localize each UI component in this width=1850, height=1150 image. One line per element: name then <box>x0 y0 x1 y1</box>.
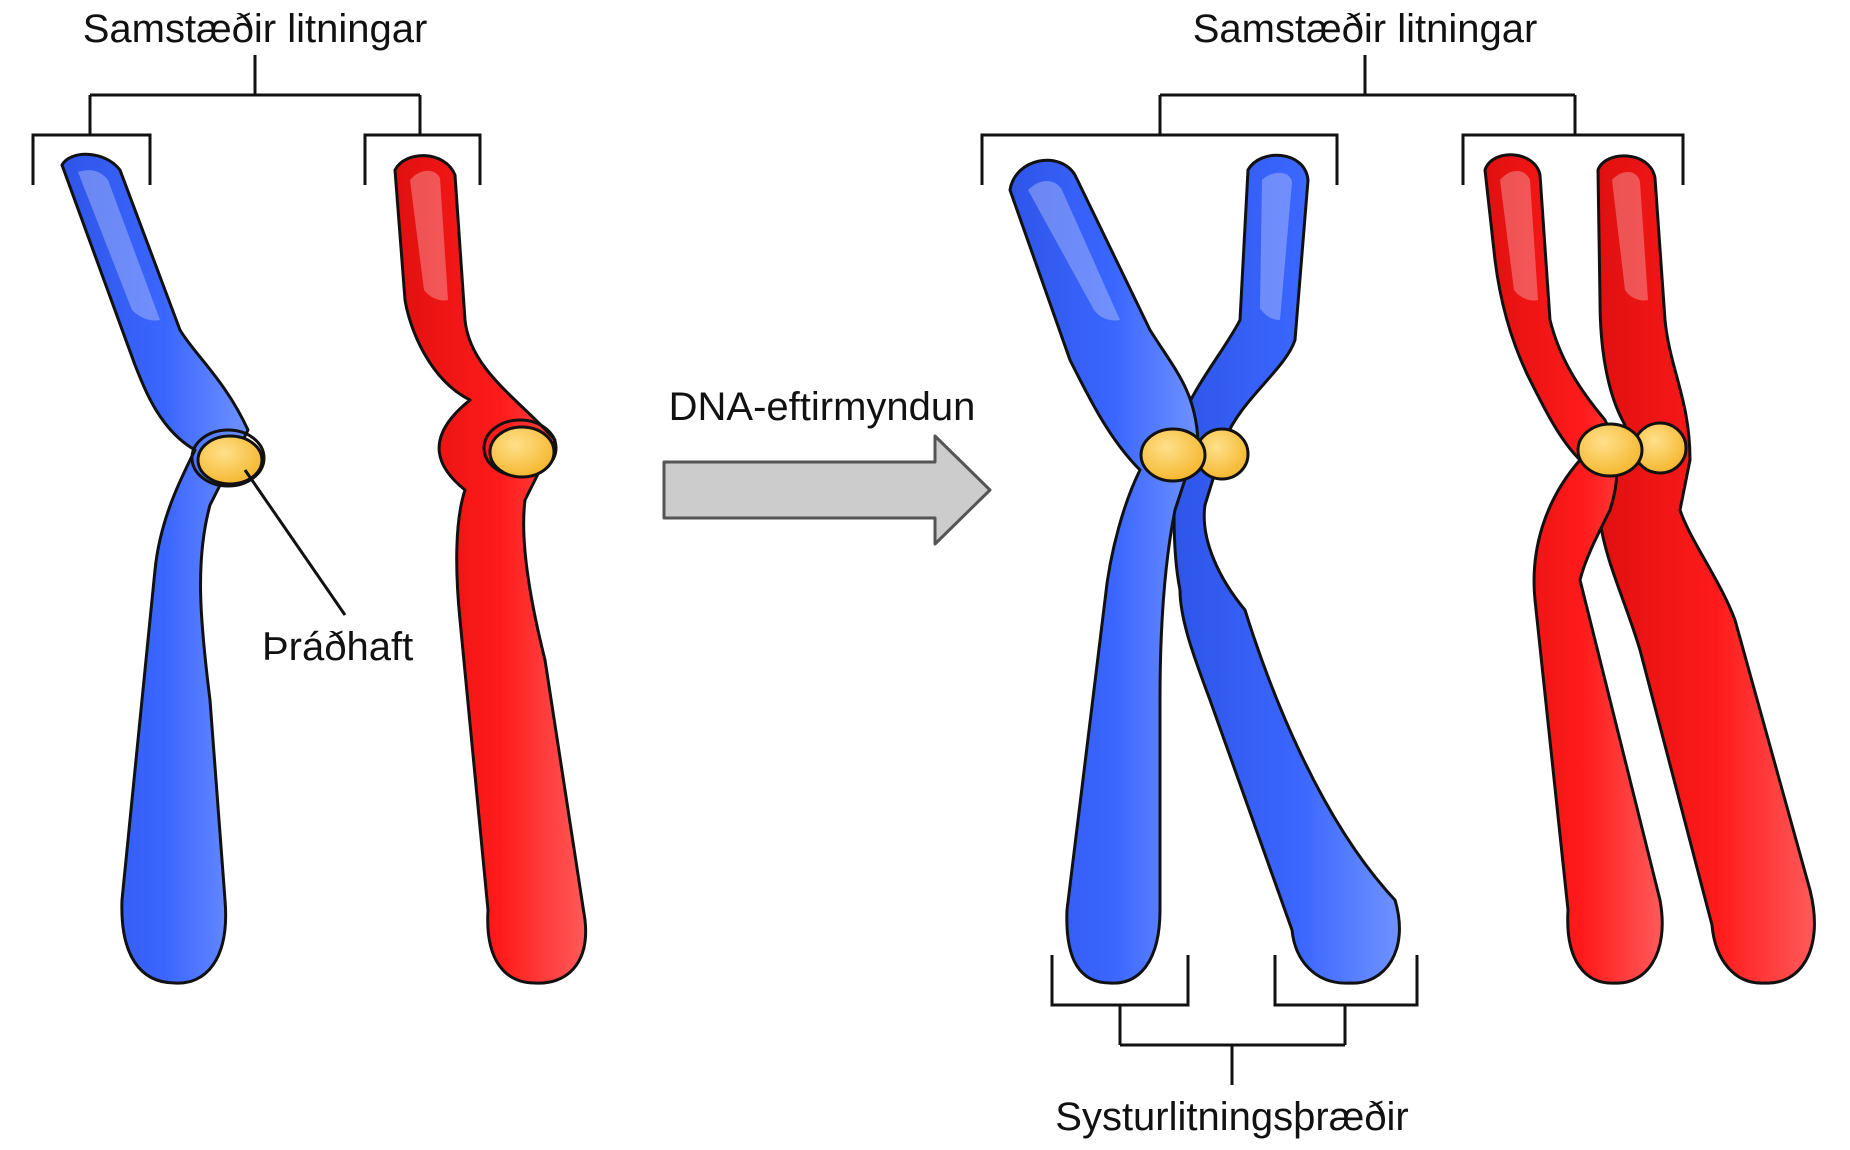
homologous-bracket-left <box>31 55 482 185</box>
centromere-red-replicated <box>1576 421 1688 478</box>
centromere-blue-replicated <box>1139 427 1250 483</box>
blue-chromosome-left <box>60 152 250 985</box>
homologous-bracket-right <box>980 55 1685 185</box>
red-chromosome-left <box>393 154 588 985</box>
homologous-chromosomes-label-left: Samstæðir litningar <box>83 7 428 51</box>
homologous-chromosomes-label-right: Samstæðir litningar <box>1193 7 1538 51</box>
centromere-pointer-line <box>243 469 347 616</box>
dna-replication-label: DNA-eftirmyndun <box>669 385 976 429</box>
centromere-red-left <box>482 418 558 479</box>
red-chromosome-replicated <box>1483 153 1816 985</box>
sister-chromatids-bracket <box>1050 955 1419 1085</box>
sister-chromatids-label: Systurlitningsþræðir <box>1055 1095 1408 1139</box>
centromere-label: Þráðhaft <box>262 625 413 669</box>
blue-chromosome-replicated <box>1008 153 1401 985</box>
process-arrow <box>662 434 992 546</box>
centromere-blue-left <box>190 428 266 488</box>
